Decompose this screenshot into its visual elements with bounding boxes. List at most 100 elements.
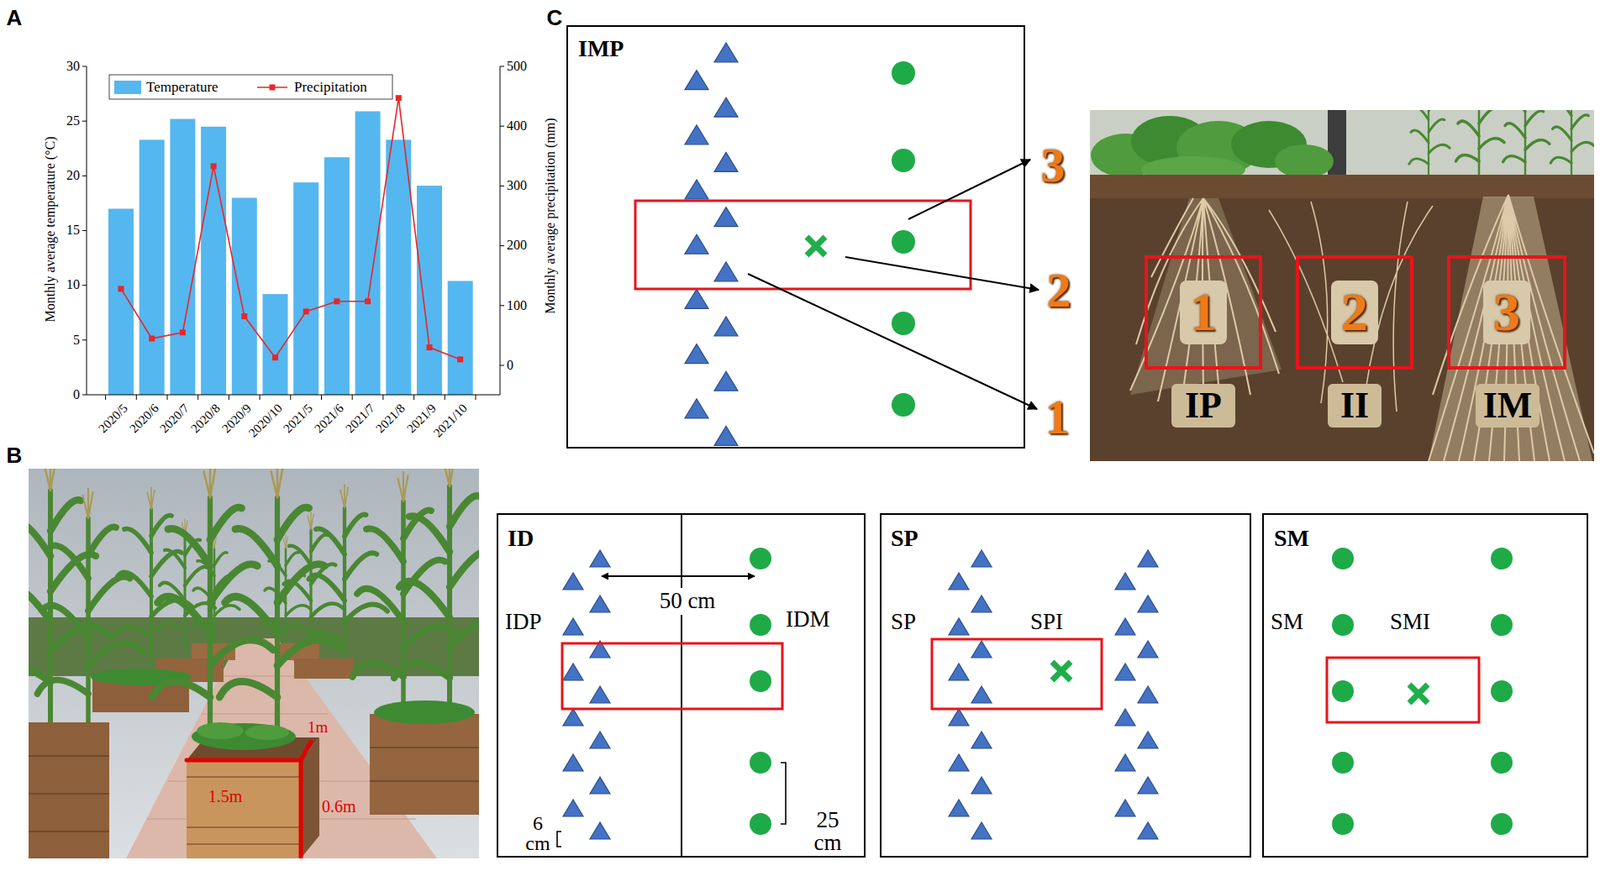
panel-heading-holder: ID xyxy=(507,500,1012,577)
panel-heading: ID xyxy=(507,525,534,553)
tick-label: 2021/6 xyxy=(311,401,348,437)
callout-number-holder: 3 xyxy=(800,127,1306,204)
sample-box: 1 xyxy=(1144,255,1263,370)
row-label: SMI xyxy=(1389,609,1431,636)
dimension-label: 1.5m xyxy=(208,787,243,807)
tick-label: 30 xyxy=(66,58,80,74)
tick-label: 2020/6 xyxy=(126,401,163,437)
tick-label-holder: 400 xyxy=(506,88,1011,164)
panel-heading-holder: IMP xyxy=(578,10,1083,87)
row-label-holder: IDP xyxy=(505,584,1010,661)
sample-box: 2 xyxy=(1295,255,1414,370)
tick-label: 20 xyxy=(66,168,80,184)
callout-number: 3 xyxy=(1041,137,1066,195)
panel-heading-holder: SP xyxy=(890,500,1395,577)
axis-title-holder: Monthly average temperature (°C) xyxy=(12,0,89,482)
panel-letter-holder: B xyxy=(0,418,267,495)
dimension-label: 50 cm xyxy=(657,588,719,615)
tick-label: 100 xyxy=(506,298,527,314)
tick-label: 400 xyxy=(506,118,527,134)
tick-label: 15 xyxy=(66,222,80,238)
sample-box: 3 xyxy=(1447,255,1567,370)
tick-label: 0 xyxy=(73,387,80,403)
tick-label-holder: 25 xyxy=(0,83,80,159)
tick-label: 2020/8 xyxy=(189,401,225,437)
root-photo xyxy=(1089,110,1595,462)
panel-letter: A xyxy=(6,5,23,32)
dimension-label: 6 cm xyxy=(521,813,555,854)
row-label: SM xyxy=(1270,609,1304,636)
tick-label: 2020/5 xyxy=(95,401,132,437)
legend-label-holder: Precipitation xyxy=(294,49,799,126)
legend-label: Temperature xyxy=(146,78,219,96)
tick-label-holder: 2020/5 xyxy=(0,379,153,790)
layout-schematics xyxy=(557,513,1513,858)
tick-label-holder: 2021/10 xyxy=(82,379,493,790)
zone-label-holder: IP xyxy=(951,368,1456,444)
tick-label-holder: 2021/6 xyxy=(0,379,369,790)
row-label-holder: IDM xyxy=(785,582,1290,658)
zone-label-holder: IM xyxy=(1255,368,1600,444)
tick-label-holder: 2020/7 xyxy=(0,379,215,790)
row-label-holder: SMI xyxy=(1389,584,1600,661)
sample-number-holder: 1 xyxy=(951,274,1456,351)
tick-label: 200 xyxy=(506,237,527,253)
row-label: IDP xyxy=(505,609,543,636)
dimension-label-holder: 6 cm xyxy=(285,795,790,871)
legend-label-holder: Temperature xyxy=(146,49,651,126)
panel-letter-holder: A xyxy=(0,0,267,57)
callout-number: 1 xyxy=(1045,389,1070,447)
dimension-label: 1m xyxy=(307,718,328,737)
sample-number-holder: 2 xyxy=(1102,274,1600,351)
planting-schematic xyxy=(635,42,1039,446)
tick-label: 2021/8 xyxy=(373,401,410,437)
layout-panel: SP SP SPI xyxy=(879,513,1252,858)
row-label-holder: SM xyxy=(1270,584,1600,661)
tick-label: 25 xyxy=(66,113,80,129)
tick-label-holder: 2020/10 xyxy=(0,379,307,790)
row-label: SP xyxy=(890,609,916,636)
axis-title: Monthly average temperature (°C) xyxy=(42,136,58,323)
tick-label: 2020/9 xyxy=(219,401,255,437)
tick-label: 2020/7 xyxy=(157,401,194,437)
layout-panel: IMP xyxy=(566,25,1026,449)
tick-label-holder: 20 xyxy=(0,137,80,214)
tick-label-holder: 30 xyxy=(0,28,80,105)
dimension-label-holder: 1.5m xyxy=(0,758,478,835)
bar-chart xyxy=(82,66,505,400)
zone-label: II xyxy=(1340,384,1369,428)
dimension-label: 0.6m xyxy=(321,797,357,817)
panel-heading: SP xyxy=(890,525,919,553)
row-label: IDM xyxy=(785,606,831,633)
field-photo xyxy=(28,468,479,859)
panel-heading: IMP xyxy=(578,35,624,63)
tick-label: 2021/9 xyxy=(404,401,440,437)
row-label: SPI xyxy=(1030,609,1064,636)
zone-label: IP xyxy=(1184,384,1222,428)
dimension-label-holder: 0.6m xyxy=(321,768,827,845)
tick-label-holder: 10 xyxy=(0,247,80,324)
tick-label-holder: 5 xyxy=(0,302,80,379)
tick-label-holder: 2021/9 xyxy=(51,379,462,790)
tick-label: 2021/7 xyxy=(342,401,379,437)
tick-label: 2021/10 xyxy=(431,401,471,442)
layout-panel: ID IDP IDM xyxy=(496,513,866,858)
callout-number-holder: 1 xyxy=(805,379,1310,456)
callout-number: 2 xyxy=(1047,263,1072,320)
dimension-label-holder: 25 cm xyxy=(575,794,1080,870)
zone-label: IM xyxy=(1483,384,1533,428)
tick-label-holder: 300 xyxy=(506,147,1011,224)
tick-label-holder: 2020/9 xyxy=(0,379,277,790)
tick-label-holder: 2021/7 xyxy=(0,379,400,790)
tick-label: 2021/5 xyxy=(281,401,317,437)
sample-number-holder: 3 xyxy=(1254,274,1600,351)
legend-label: Precipitation xyxy=(294,78,368,96)
tick-label: 5 xyxy=(73,332,80,348)
tick-label-holder: 2020/6 xyxy=(0,379,185,790)
tick-label: 10 xyxy=(66,277,80,293)
tick-label-holder: 0 xyxy=(506,327,1011,404)
zone-label-holder: II xyxy=(1102,368,1600,444)
